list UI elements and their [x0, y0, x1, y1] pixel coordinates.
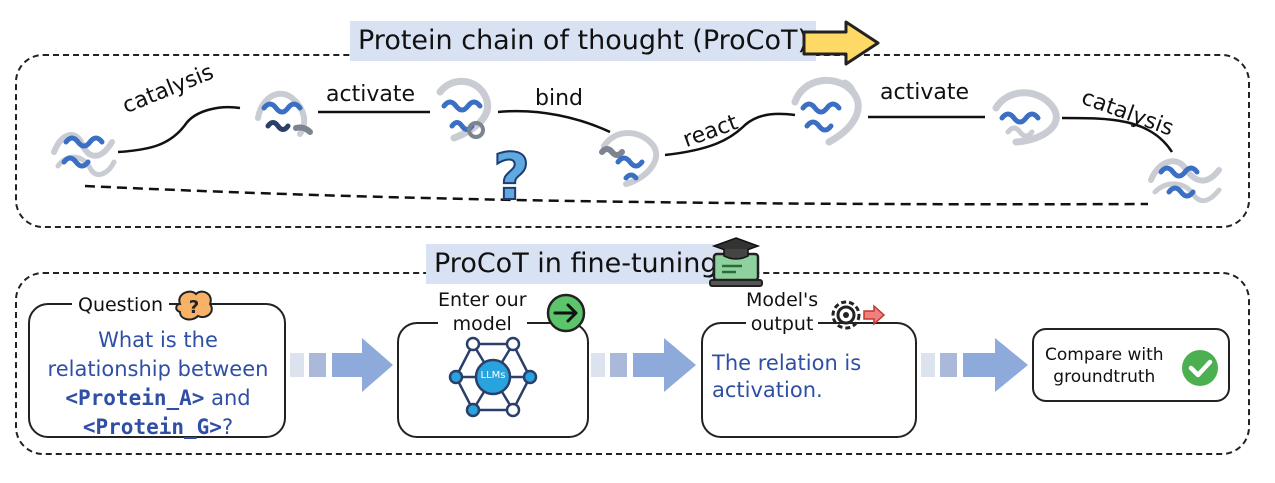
- protein-a-token: <Protein_A>: [65, 386, 205, 410]
- output-line-2: activation.: [712, 378, 823, 402]
- question-line-1: What is the: [98, 328, 218, 352]
- procot-title: Protein chain of thought (ProCoT): [350, 21, 817, 61]
- protein-structure-icon: [436, 77, 492, 142]
- protein-structure-icon: [255, 90, 313, 137]
- question-line-4: <Protein_G>?: [34, 413, 282, 442]
- model-box: [397, 322, 589, 438]
- enter-arrow-icon: [546, 293, 586, 333]
- compare-line-1: Compare with: [1045, 345, 1164, 365]
- graduation-laptop-icon: [709, 237, 763, 287]
- protein-structure-icon: [791, 77, 862, 146]
- protein-structure-icon: [992, 89, 1060, 146]
- protein-structure-icon: [1148, 158, 1222, 204]
- question-mark: ?: [221, 415, 234, 439]
- flow-arrow-1: [290, 338, 393, 392]
- output-label-line-1: Model's: [746, 288, 819, 312]
- output-label-line-2: output: [746, 312, 819, 336]
- question-label: Question: [72, 293, 169, 317]
- llm-badge: LLMs: [480, 370, 506, 381]
- model-label-line-1: Enter our: [438, 288, 527, 312]
- relation-label-activate-2: activate: [880, 80, 969, 105]
- unknown-relation-question-mark: ?: [492, 141, 531, 215]
- model-label: Enter our model: [432, 288, 533, 336]
- gear-output-icon: [831, 300, 886, 330]
- output-line-1: The relation is: [712, 351, 862, 375]
- flow-arrow-3: [921, 338, 1028, 392]
- question-line-2: relationship between: [47, 357, 269, 381]
- llm-network-icon: [448, 336, 538, 418]
- compare-line-2: groundtruth: [1053, 367, 1156, 387]
- question-text: What is the relationship between <Protei…: [34, 326, 282, 442]
- question-box: [28, 303, 286, 438]
- thinking-question-icon: ?: [175, 290, 213, 321]
- question-and: and: [211, 386, 251, 410]
- model-label-line-2: model: [438, 312, 527, 336]
- protein-structure-icon: [599, 130, 660, 187]
- question-line-3: <Protein_A> and: [34, 384, 282, 413]
- relation-label-bind: bind: [535, 86, 583, 111]
- svg-text:?: ?: [189, 297, 199, 318]
- output-box: [701, 322, 917, 438]
- check-circle-icon: [1182, 350, 1218, 386]
- protein-g-token: <Protein_G>: [82, 415, 222, 439]
- relation-label-activate-1: activate: [326, 82, 415, 107]
- output-label: Model's output: [740, 288, 824, 336]
- protein-structure-icon: [51, 132, 117, 178]
- compare-text: Compare with groundtruth: [1045, 344, 1164, 388]
- finetuning-title: ProCoT in fine-tuning: [426, 244, 726, 284]
- flow-arrow-2: [591, 338, 696, 392]
- yellow-arrow-icon: [802, 20, 880, 66]
- output-text: The relation is activation.: [712, 350, 902, 404]
